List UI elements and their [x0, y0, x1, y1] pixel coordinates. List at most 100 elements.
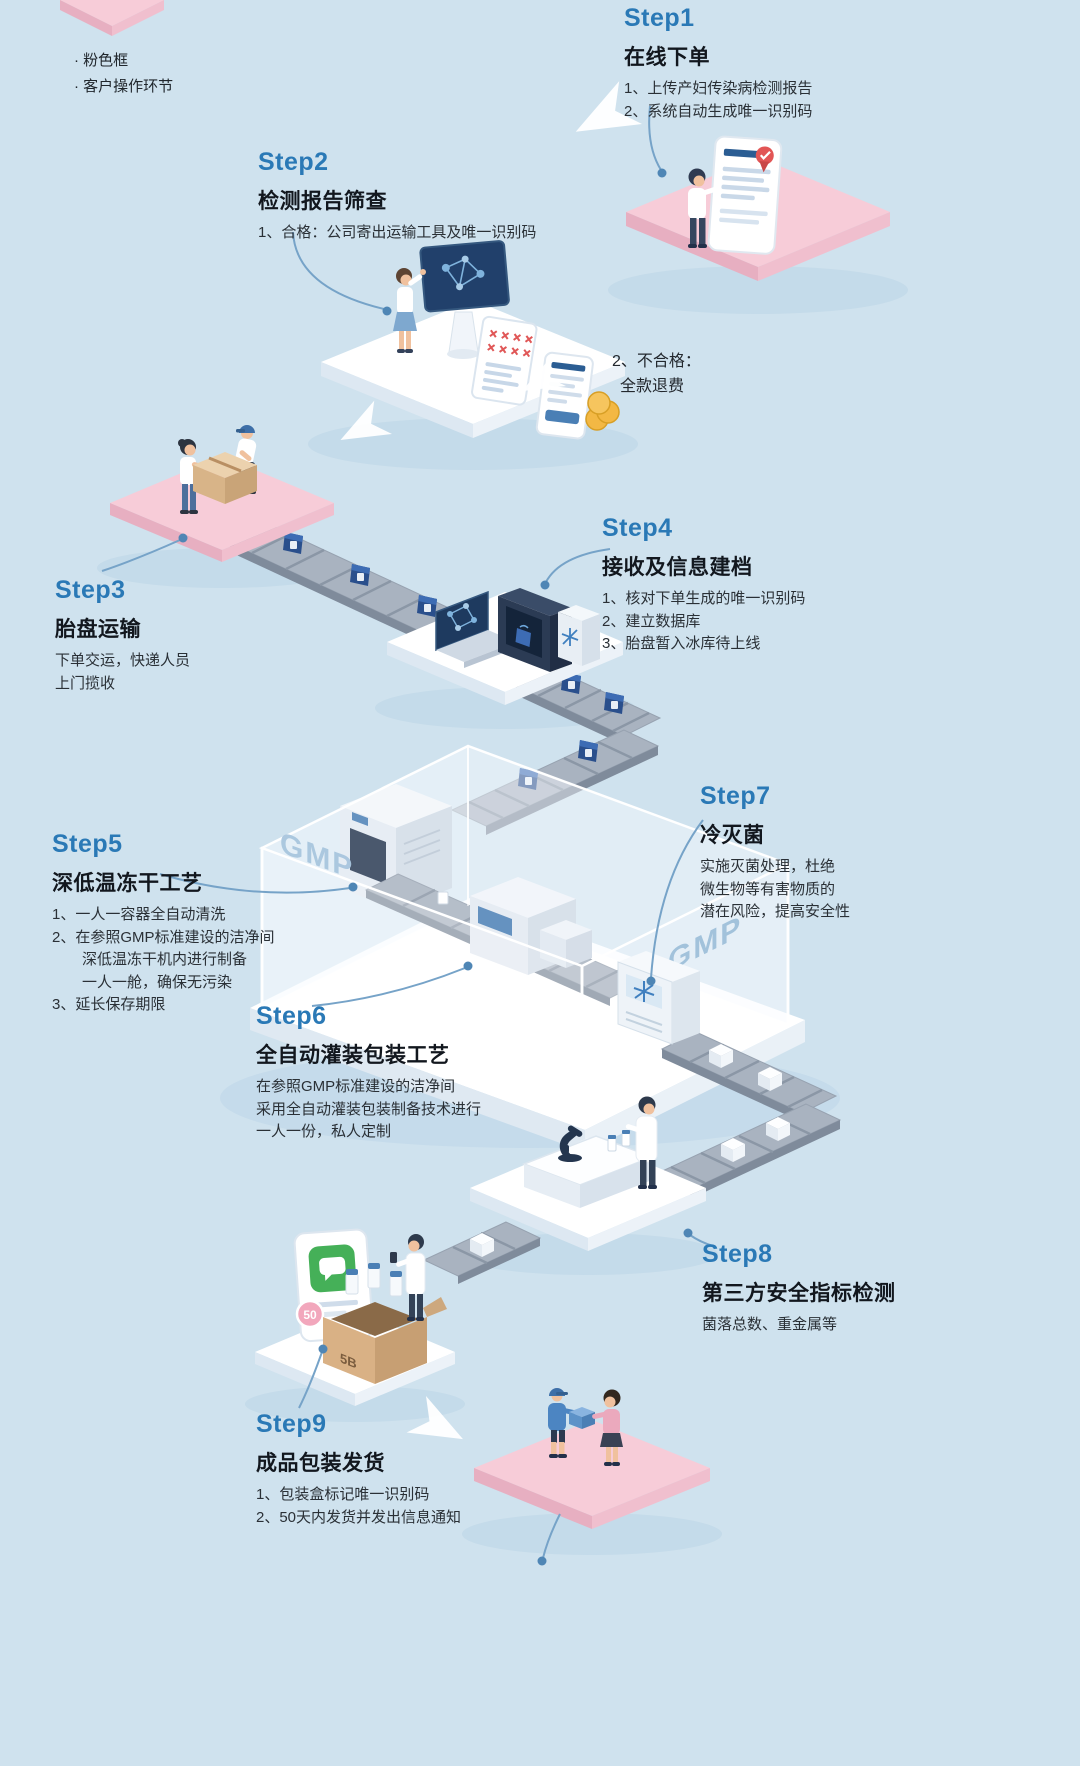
text-line: 一人一份，私人定制: [256, 1123, 392, 1140]
text-line: 深低温冻干机内进行制备: [82, 951, 248, 968]
microscope-icon: [558, 1125, 583, 1162]
person-scientist-step8: [625, 1096, 658, 1189]
report-seal-icon: [755, 146, 774, 173]
step6-title: 全自动灌装包装工艺: [256, 1044, 450, 1067]
product-box-icon: [470, 1233, 494, 1257]
step4-label: Step4: [602, 514, 673, 542]
step2-title: 检测报告筛查: [258, 190, 387, 213]
step6-text: Step6 全自动灌装包装工艺 在参照GMP标准建设的洁净间 采用全自动灌装包装…: [256, 1002, 481, 1144]
transport-bag-icon: [518, 768, 538, 790]
product-vial-icon: [389, 1271, 403, 1297]
step8-lines: 菌落总数、重金属等: [702, 1314, 896, 1337]
step3-platform: [110, 456, 334, 562]
connector-step4: [540, 548, 611, 590]
text-line: 下单交运，快递人员: [55, 652, 191, 669]
step7-lines: 实施灭菌处理，杜绝 微生物等有害物质的 潜在风险，提高安全性: [700, 856, 850, 924]
days-badge: 50: [295, 1299, 325, 1329]
snowflake-icon: [633, 981, 655, 1002]
step4-lines: 1、核对下单生成的唯一识别码 2、建立数据库 3、胎盘暂入冰库待上线: [602, 588, 805, 656]
text-line: 2、建立数据库: [602, 612, 701, 630]
person-customer-step1: [688, 168, 717, 248]
connector-step9: [298, 1344, 328, 1409]
transport-bag-icon: [578, 740, 598, 762]
step2-fail-note: 2、不合格： 全款退费: [612, 350, 701, 400]
box-code-label: 5B: [340, 1350, 357, 1371]
product-box-icon: [766, 1117, 790, 1141]
connector-step6: [311, 961, 473, 1007]
step9-text: Step9 成品包装发货 1、包装盒标记唯一识别码 2、50天内发货并发出信息通…: [256, 1410, 461, 1529]
person-recipient: [592, 1389, 623, 1466]
connector-end: [537, 1513, 561, 1566]
product-box-icon: [721, 1138, 745, 1162]
step8-text: Step8 第三方安全指标检测 菌落总数、重金属等: [702, 1240, 896, 1337]
product-box-icon: [758, 1067, 782, 1091]
step7-title: 冷灭菌: [700, 824, 765, 847]
text-line: 3、延长保存期限: [52, 996, 166, 1013]
text-line: 2、50天内发货并发出信息通知: [256, 1508, 462, 1526]
conveyor-step3-step4: [228, 523, 494, 656]
person-packer-step9: [390, 1234, 426, 1321]
delivery-box-icon: [569, 1407, 595, 1429]
text-line: 2、在参照GMP标准建设的洁净间: [52, 928, 275, 946]
step8-label: Step8: [702, 1240, 773, 1268]
product-box-icon: [709, 1044, 733, 1068]
step9-lines: 1、包装盒标记唯一识别码 2、50天内发货并发出信息通知: [256, 1484, 461, 1529]
snowflake-icon: [561, 628, 579, 646]
step2-text: Step2 检测报告筛查 1、合格：公司寄出运输工具及唯一识别码: [258, 148, 536, 245]
product-vial-icon: [367, 1263, 381, 1289]
legend: · 粉色框 · 客户操作环节: [74, 48, 173, 99]
gmp-room-glass: [258, 744, 792, 1128]
step5-title: 深低温冻干工艺: [52, 872, 203, 895]
shipping-box-icon: 5B: [323, 1263, 447, 1384]
text-line: 潜在风险，提高安全性: [700, 903, 851, 920]
connectors: [101, 105, 714, 1566]
flow-arrow-2: [521, 357, 566, 392]
step1-lines: 1、上传产妇传染病检测报告 2、系统自动生成唯一识别码: [624, 78, 812, 123]
filling-machine: [470, 877, 592, 975]
text-line: 1、包装盒标记唯一识别码: [256, 1486, 430, 1503]
flow-arrow-3: [340, 400, 392, 440]
person-presenter-step2: [393, 268, 426, 353]
transport-bag-icon: [350, 564, 370, 586]
sample-bottle-icon: [607, 1135, 617, 1152]
step1-title: 在线下单: [624, 46, 710, 69]
transport-bag-icon: [604, 692, 624, 714]
rejected-report-icon: [471, 315, 538, 406]
flow-arrow-4: [406, 1396, 463, 1440]
text-line: 1、合格：公司寄出运输工具及唯一识别码: [258, 224, 537, 241]
flow-arrow-1: [575, 81, 642, 132]
delivery-platform: [474, 1420, 710, 1529]
connector-step8: [683, 1228, 714, 1247]
text-line: 实施灭菌处理，杜绝: [700, 858, 836, 875]
cardboard-box-icon: [193, 452, 257, 504]
step7-label: Step7: [700, 782, 771, 810]
connector-step1: [648, 105, 667, 178]
step5-lines: 1、一人一容器全自动清洗 2、在参照GMP标准建设的洁净间 深低温冻干机内进行制…: [52, 904, 275, 1017]
text-line: 采用全自动灌装包装制备技术进行: [256, 1100, 482, 1118]
step4-text: Step4 接收及信息建档 1、核对下单生成的唯一识别码 2、建立数据库 3、胎…: [602, 514, 805, 656]
text-line: 1、上传产妇传染病检测报告: [624, 80, 813, 97]
step3-text: Step3 胎盘运输 下单交运，快递人员 上门揽收: [55, 576, 190, 695]
text-line: 菌落总数、重金属等: [702, 1316, 838, 1333]
step1-text: Step1 在线下单 1、上传产妇传染病检测报告 2、系统自动生成唯一识别码: [624, 4, 812, 123]
conveyor-step8-step9: [422, 1221, 542, 1284]
connector-step7: [646, 819, 704, 986]
step4-title: 接收及信息建档: [602, 556, 753, 579]
step1-label: Step1: [624, 4, 695, 32]
step5-text: Step5 深低温冻干工艺 1、一人一容器全自动清洗 2、在参照GMP标准建设的…: [52, 830, 275, 1017]
conveyor-gmp-step8: [654, 1031, 842, 1199]
step3-title: 胎盘运输: [55, 618, 141, 641]
text-line: 2、系统自动生成唯一识别码: [624, 102, 813, 120]
screening-board-icon: [419, 240, 510, 359]
connector-step2: [292, 231, 392, 316]
connector-step5: [159, 873, 358, 894]
text-line: 一人一舱，确保无污染: [82, 973, 233, 991]
legend-pink-platform: [60, 0, 164, 36]
step8-title: 第三方安全指标检测: [702, 1282, 896, 1305]
transport-bag-icon: [283, 532, 303, 554]
refund-phone-icon: [535, 351, 594, 440]
text-line: 上门揽收: [55, 674, 116, 692]
text-line: 2、不合格：: [612, 353, 701, 370]
